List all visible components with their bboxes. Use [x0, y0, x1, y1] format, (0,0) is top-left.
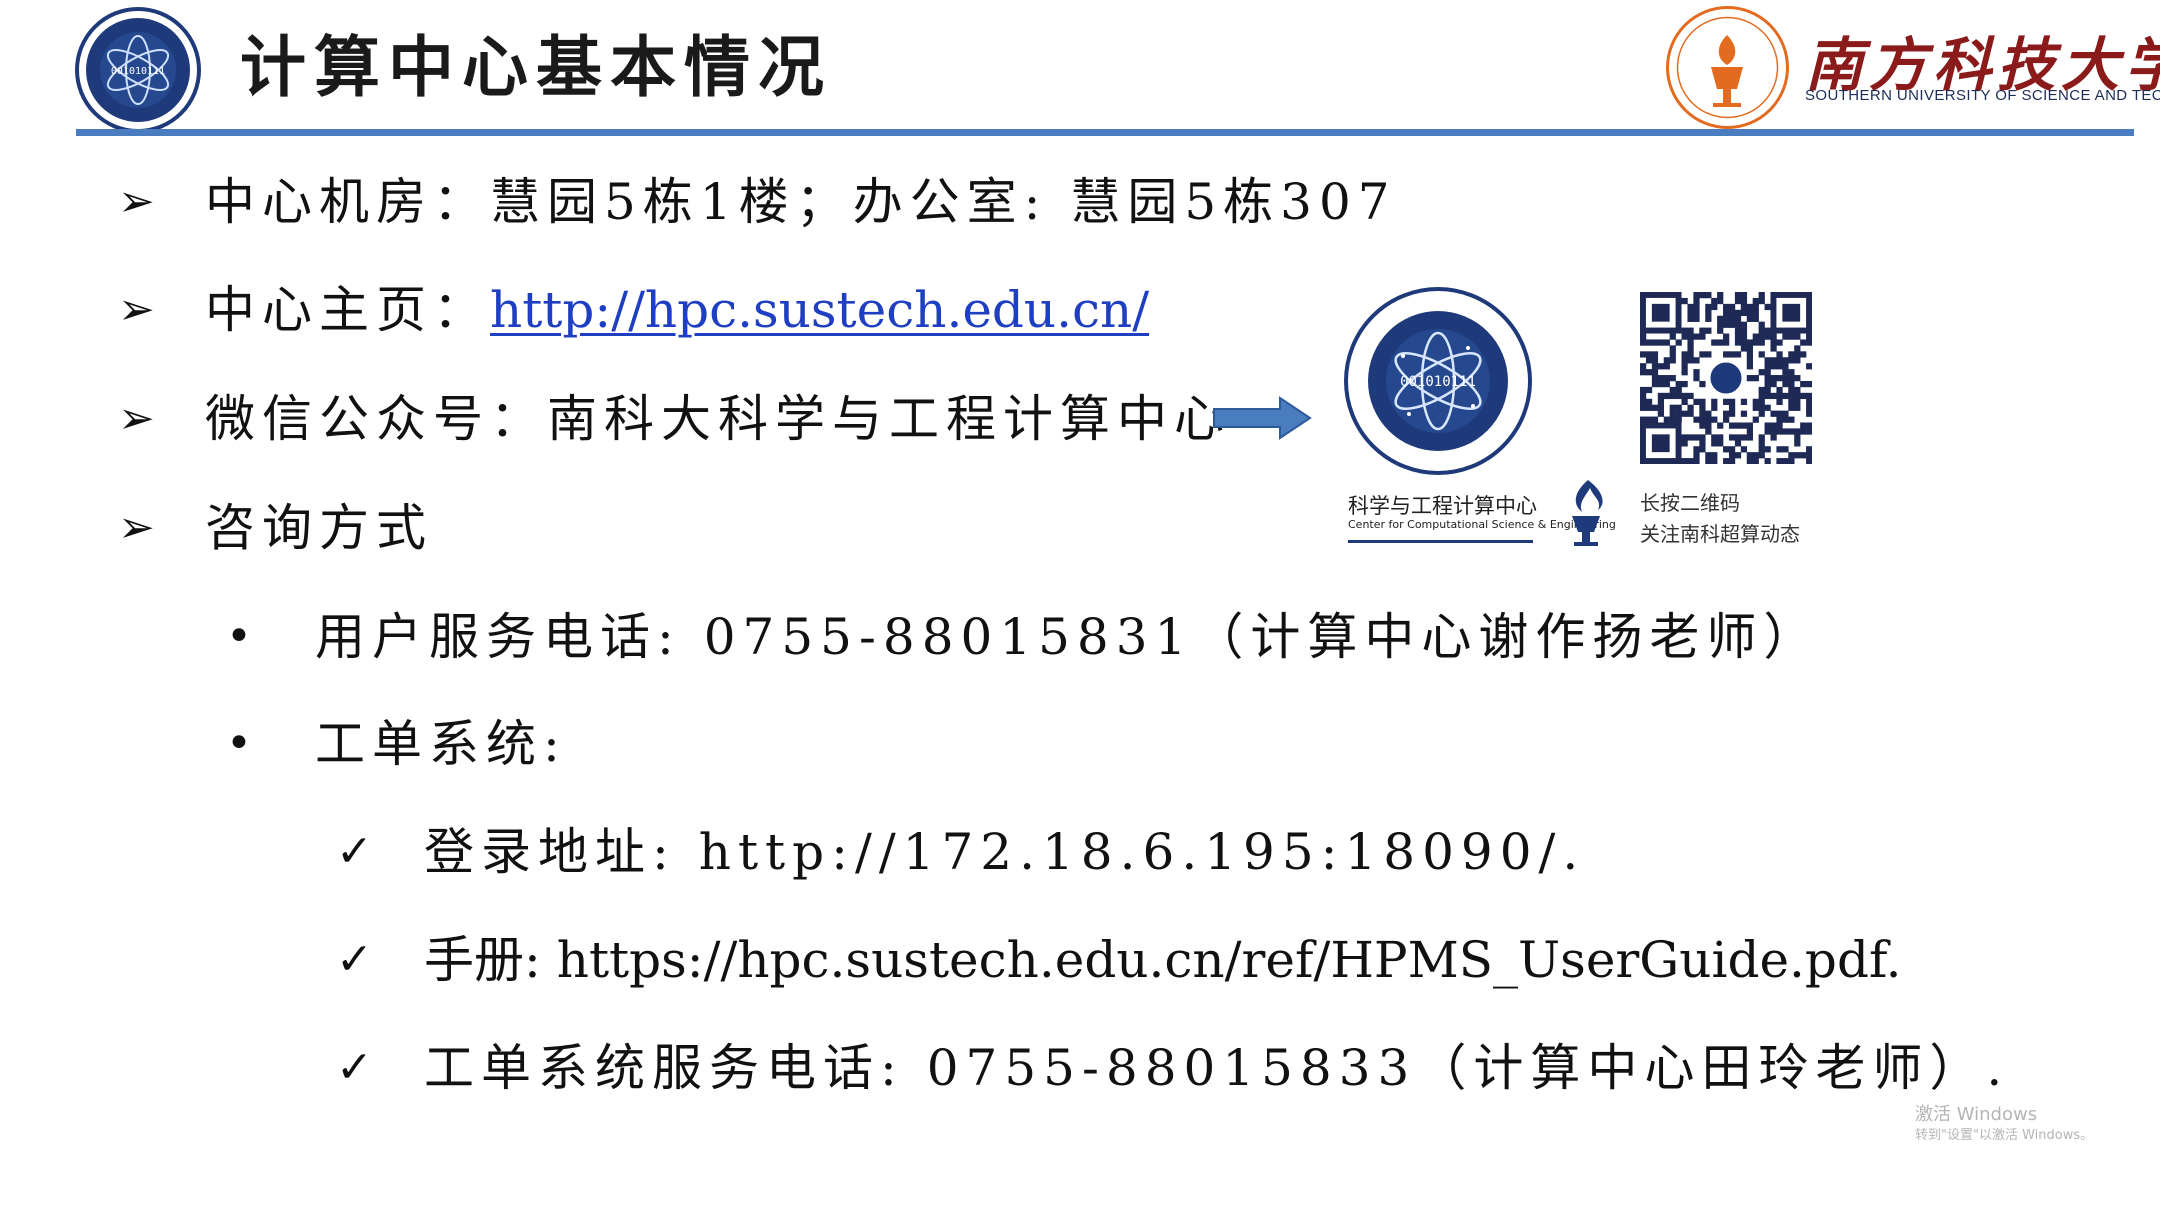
- bullet-marker-location: ➢: [118, 176, 155, 227]
- qr-caption-line2: 关注南科超算动态: [1640, 522, 1800, 546]
- windows-activation-watermark-title: 激活 Windows: [1915, 1104, 2038, 1125]
- qr-caption-line1: 长按二维码: [1640, 491, 1740, 515]
- center-logo-icon: 001010111: [1344, 287, 1532, 475]
- sustech-emblem-icon: [1666, 6, 1789, 129]
- center-name-en: Center for Computational Science & Engin…: [1348, 518, 1616, 531]
- torch-icon: [1572, 480, 1603, 546]
- page-title: 计算中心基本情况: [240, 28, 832, 106]
- check-marker-phone: ✓: [336, 1042, 373, 1093]
- wechat-text: 微信公众号：南科大科学与工程计算中心: [205, 390, 1231, 448]
- header-divider: [76, 129, 2134, 136]
- bullet-marker-consult: ➢: [118, 502, 155, 553]
- ticket-system-text: 工单系统:: [315, 715, 567, 773]
- qr-code-icon[interactable]: [1640, 292, 1812, 464]
- left-logo-text: 001010111: [111, 66, 165, 77]
- right-arrow-icon: [1213, 396, 1312, 440]
- homepage-label: 中心主页：: [205, 281, 490, 339]
- check-marker-login: ✓: [336, 826, 373, 877]
- bullet-marker-homepage: ➢: [118, 284, 155, 335]
- location-text: 中心机房：慧园5栋1楼；办公室: 慧园5栋307: [205, 173, 1397, 231]
- bullet-marker-ticket-system: •: [226, 718, 252, 769]
- center-name-underline: [1348, 540, 1533, 543]
- university-name-en: SOUTHERN UNIVERSITY OF SCIENCE AND TECHN…: [1805, 87, 2160, 104]
- university-name-zh: 南方科技大学: [1805, 31, 2160, 99]
- consult-text: 咨询方式: [205, 499, 433, 557]
- homepage-line: 中心主页：http://hpc.sustech.edu.cn/: [205, 280, 1149, 340]
- center-logo-text: 001010111: [1400, 374, 1476, 390]
- center-name-zh: 科学与工程计算中心: [1348, 494, 1537, 518]
- user-service-text: 用户服务电话: 0755-88015831（计算中心谢作扬老师）: [315, 608, 1821, 666]
- bullet-marker-wechat: ➢: [118, 393, 155, 444]
- windows-activation-watermark-subtitle: 转到"设置"以激活 Windows。: [1915, 1128, 2094, 1143]
- computing-center-logo-icon: 001010111: [75, 7, 201, 133]
- ticket-phone: 工单系统服务电话: 0755-88015833（计算中心田玲老师）.: [424, 1039, 2010, 1097]
- homepage-link[interactable]: http://hpc.sustech.edu.cn/: [490, 281, 1150, 339]
- ticket-manual: 手册: https://hpc.sustech.edu.cn/ref/HPMS_…: [424, 931, 1902, 989]
- bullet-marker-user-service: •: [226, 611, 252, 662]
- check-marker-manual: ✓: [336, 934, 373, 985]
- ticket-login-address: 登录地址: http://172.18.6.195:18090/.: [424, 823, 1586, 881]
